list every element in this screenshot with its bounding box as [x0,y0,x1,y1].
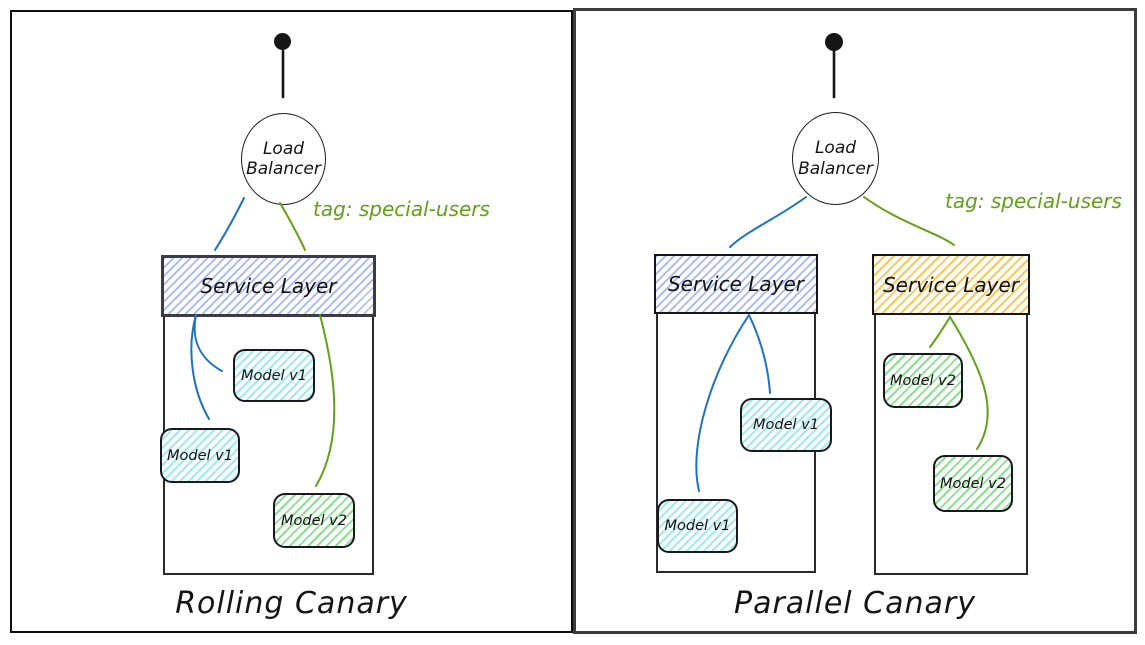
model-v1-node: Model v1 [657,499,738,553]
load-balancer-label-line2: Balancer [246,159,321,179]
model-v2-node: Model v2 [273,493,355,548]
model-v2-node: Model v2 [933,455,1013,512]
model-label: Model v2 [281,512,347,529]
traffic-tag-label: tag: special-users [313,197,490,221]
model-label: Model v2 [940,475,1006,492]
model-label: Model v1 [664,518,731,534]
model-v1-node: Model v1 [740,398,832,452]
load-balancer-label-line1: Load [814,138,857,159]
panel-caption: Parallel Canary [733,586,976,621]
model-v1-node: Model v1 [233,349,315,402]
model-v1-node: Model v1 [160,428,240,483]
start-node-dot [825,33,843,51]
service-layer-label: Service Layer [667,272,805,296]
traffic-tag-label: tag: special-users [945,189,1122,213]
model-label: Model v1 [241,367,307,384]
load-balancer-node: Load Balancer [241,113,326,205]
load-balancer-label-line1: Load [262,138,305,159]
model-label: Model v1 [753,417,819,433]
service-layer-node: Service Layer [161,255,376,317]
panel-caption: Rolling Canary [175,586,408,621]
start-node-dot [274,33,291,50]
model-label: Model v2 [890,372,956,389]
service-layer-stable-node: Service Layer [654,254,818,314]
service-layer-label: Service Layer [200,274,337,298]
model-v2-node: Model v2 [883,353,963,408]
service-layer-canary-node: Service Layer [872,254,1030,315]
load-balancer-node: Load Balancer [792,112,879,205]
load-balancer-label-line2: Balancer [798,158,873,179]
service-layer-label: Service Layer [882,272,1020,297]
model-label: Model v1 [167,447,233,464]
